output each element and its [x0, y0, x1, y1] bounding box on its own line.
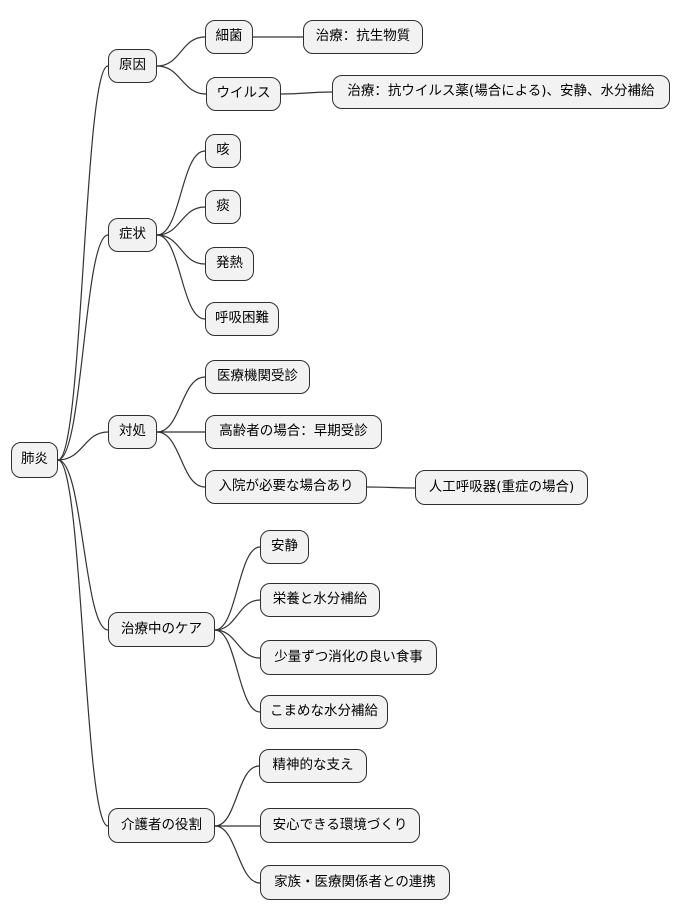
node-virus: ウイルス: [206, 77, 281, 111]
link-symptoms-dyspnea: [156, 234, 206, 320]
link-cause-virus: [156, 65, 207, 95]
link-cause-bacteria: [156, 36, 206, 67]
node-caregiver-role: 介護者の役割: [108, 808, 215, 843]
link-root-caregiver: [57, 459, 109, 827]
node-mental-support: 精神的な支え: [259, 749, 367, 783]
node-phlegm: 痰: [205, 190, 241, 224]
node-root-pneumonia: 肺炎: [11, 442, 58, 478]
link-virus-treatment: [280, 91, 333, 95]
node-breathing-difficulty: 呼吸困難: [205, 302, 279, 336]
node-symptoms: 症状: [108, 218, 157, 252]
link-symptoms-phlegm: [156, 206, 206, 236]
link-root-care: [57, 459, 109, 631]
link-care-nutrition: [214, 599, 261, 631]
node-family-medical-cooperation: 家族・医療関係者との連携: [260, 865, 450, 900]
node-care-during-treatment: 治療中のケア: [108, 612, 215, 647]
link-root-cause: [57, 65, 109, 461]
node-treatment-antiviral: 治療：抗ウイルス薬(場合による)、安静、水分補給: [332, 75, 670, 109]
link-root-symptoms: [57, 234, 109, 461]
link-response-doctor: [156, 376, 206, 433]
node-fever: 発熱: [205, 247, 254, 281]
link-symptoms-fever: [156, 234, 206, 265]
link-symptoms-cough: [156, 150, 206, 236]
link-caregiver-mental: [214, 765, 260, 827]
node-small-easy-meals: 少量ずつ消化の良い食事: [260, 640, 437, 675]
node-frequent-hydration: こまめな水分補給: [260, 695, 388, 729]
link-caregiver-family: [214, 825, 261, 884]
node-response: 対処: [108, 415, 157, 449]
node-see-doctor: 医療機関受診: [205, 360, 310, 394]
link-care-meals: [214, 629, 261, 659]
node-cause: 原因: [108, 49, 157, 83]
node-bacteria: 細菌: [205, 20, 253, 54]
node-nutrition-hydration: 栄養と水分補給: [260, 583, 380, 617]
link-care-rest: [214, 546, 261, 631]
node-elderly-early-visit: 高齢者の場合：早期受診: [205, 415, 382, 449]
node-hospitalization: 入院が必要な場合あり: [205, 470, 367, 504]
link-hospital-ventilator: [366, 486, 416, 489]
node-rest: 安静: [260, 530, 309, 564]
node-cough: 咳: [205, 134, 241, 168]
link-response-hospital: [156, 431, 206, 488]
node-safe-environment: 安心できる環境づくり: [260, 808, 420, 843]
node-treatment-antibiotics: 治療：抗生物質: [303, 20, 423, 54]
link-root-response: [57, 431, 109, 461]
link-care-hydration: [214, 629, 261, 713]
node-ventilator: 人工呼吸器(重症の場合): [415, 470, 588, 505]
